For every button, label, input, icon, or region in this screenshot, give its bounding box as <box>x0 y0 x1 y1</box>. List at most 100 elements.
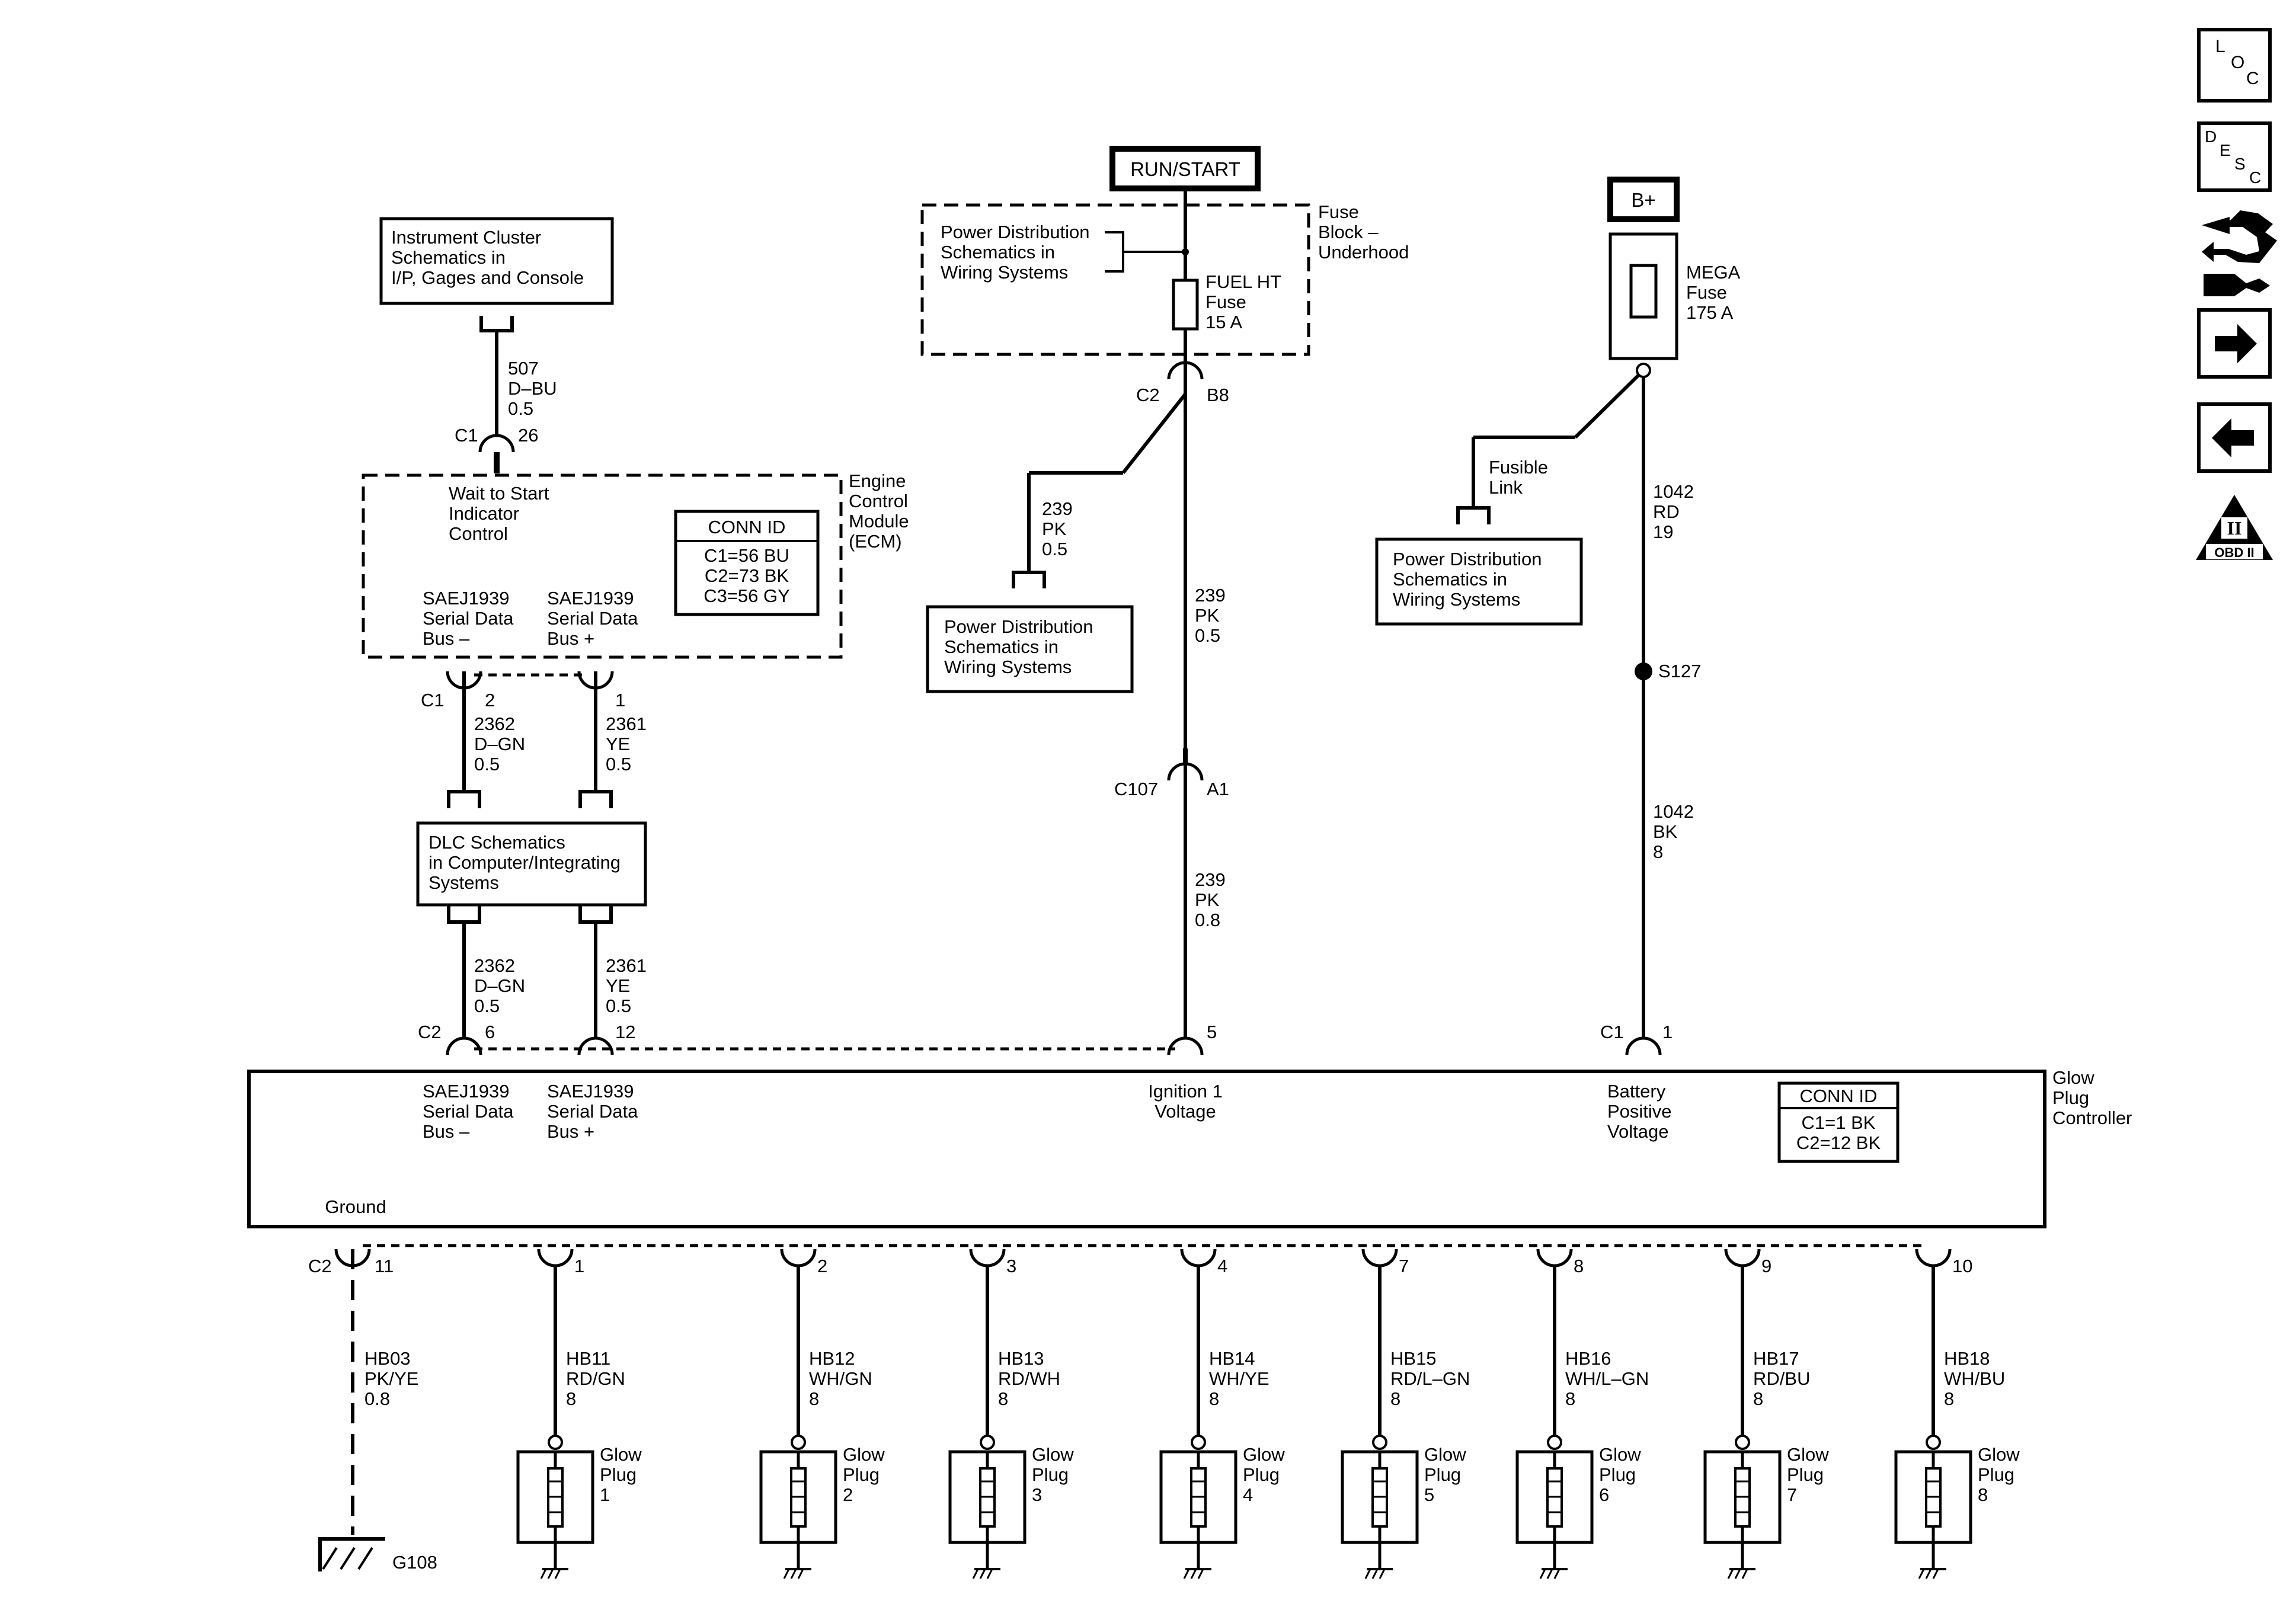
run-start-label: RUN/START <box>1130 158 1240 180</box>
conn-c2-fuse: C2 <box>1136 385 1160 405</box>
glow-plug-pin: 2 <box>817 1256 827 1276</box>
glow-plug-circuit-3: Glow Plug 3Supply Voltage3HB13RD/WH8Glow… <box>926 1177 1074 1579</box>
glow-plug-terminal <box>1735 1435 1750 1450</box>
run-start-source <box>1109 146 1261 191</box>
glow-plug-terminal <box>1372 1435 1387 1450</box>
obd-ii-icon[interactable]: II OBD II <box>2196 495 2273 560</box>
glow-plug-connector <box>1724 1249 1761 1267</box>
glow-plug-circuit-8: Glow Plug 8Supply Voltage10HB18WH/BU8Glo… <box>1872 1177 2020 1579</box>
splice-s127 <box>1635 662 1652 680</box>
glow-plug-pin: 4 <box>1217 1256 1227 1276</box>
fuse-block-underhood <box>920 203 1310 356</box>
pin-1-battery: 1 <box>1662 1022 1673 1042</box>
pin-6: 6 <box>485 1022 495 1042</box>
svg-text:E: E <box>2220 141 2231 159</box>
glow-plug-terminal <box>1926 1435 1941 1450</box>
glow-plug-circuits: Glow Plug 1Supply Voltage1HB11RD/GN8Glow… <box>494 1177 2020 1579</box>
svg-text:D: D <box>2205 127 2217 146</box>
conn-c2-ground: C2 <box>308 1256 332 1276</box>
fuel-branch-ref-box <box>926 605 1134 693</box>
glow-plug-connector <box>537 1249 574 1267</box>
svg-text:C: C <box>2246 69 2259 88</box>
glow-plug-pin: 1 <box>574 1256 584 1276</box>
glow-plug-circuit-1: Glow Plug 1Supply Voltage1HB11RD/GN8Glow… <box>494 1177 642 1579</box>
conn-c107: C107 <box>1114 779 1158 799</box>
pin-11: 11 <box>375 1256 394 1276</box>
splice-s127-label: S127 <box>1658 661 1701 681</box>
glow-plug-circuit-5: Glow Plug 5Supply Voltage7HB15RD/L–GN8Gl… <box>1319 1177 1470 1579</box>
pin-b8: B8 <box>1207 385 1229 405</box>
conn-c1-controller: C1 <box>1600 1022 1624 1042</box>
glow-plug-pin: 9 <box>1761 1256 1771 1276</box>
glow-plug-connector <box>969 1249 1006 1267</box>
glow-plug-circuit-7: Glow Plug 7Supply Voltage9HB17RD/BU8Glow… <box>1681 1177 1829 1579</box>
glow-plug-circuit-2: Glow Plug 2Supply Voltage2HB12WH/GN8Glow… <box>737 1177 885 1579</box>
repair-tools-icon[interactable] <box>2202 210 2277 296</box>
svg-text:II: II <box>2227 517 2242 539</box>
pin-1: 1 <box>615 690 625 710</box>
controller-conn-id-title: CONN ID <box>1800 1086 1878 1106</box>
glow-plug-terminal <box>791 1435 806 1450</box>
next-page-arrow-icon[interactable] <box>2197 308 2272 379</box>
glow-plug-connector <box>1536 1249 1573 1267</box>
ground-g108-label: G108 <box>392 1552 437 1573</box>
glow-plug-connector <box>1361 1249 1398 1267</box>
desc-button[interactable]: D E S C <box>2197 121 2272 192</box>
conn-c1-ecm-top: C1 <box>455 425 478 446</box>
svg-text:C: C <box>2249 168 2261 187</box>
controller-conn-id-box <box>1777 1081 1900 1163</box>
glow-plug-pin: 7 <box>1399 1256 1409 1276</box>
glow-plug-terminal <box>548 1435 563 1450</box>
pin-12: 12 <box>615 1022 635 1042</box>
b-plus-source <box>1607 177 1680 222</box>
ecm-conn-id-title: CONN ID <box>708 517 786 537</box>
prev-page-arrow-icon[interactable] <box>2197 402 2272 473</box>
ecm-conn-id-box <box>674 510 820 616</box>
svg-text:S: S <box>2234 155 2246 173</box>
mega-fuse-terminal <box>1636 363 1651 378</box>
pin-26: 26 <box>518 425 538 446</box>
loc-button[interactable]: L O C <box>2197 28 2272 103</box>
glow-plug-terminal <box>1547 1435 1562 1450</box>
pin-2: 2 <box>485 690 495 710</box>
pin-5: 5 <box>1207 1022 1217 1042</box>
glow-plug-terminal <box>1191 1435 1206 1450</box>
glow-plug-controller <box>247 1070 2046 1228</box>
wires <box>351 188 1924 1535</box>
glow-plug-connector <box>780 1249 817 1267</box>
